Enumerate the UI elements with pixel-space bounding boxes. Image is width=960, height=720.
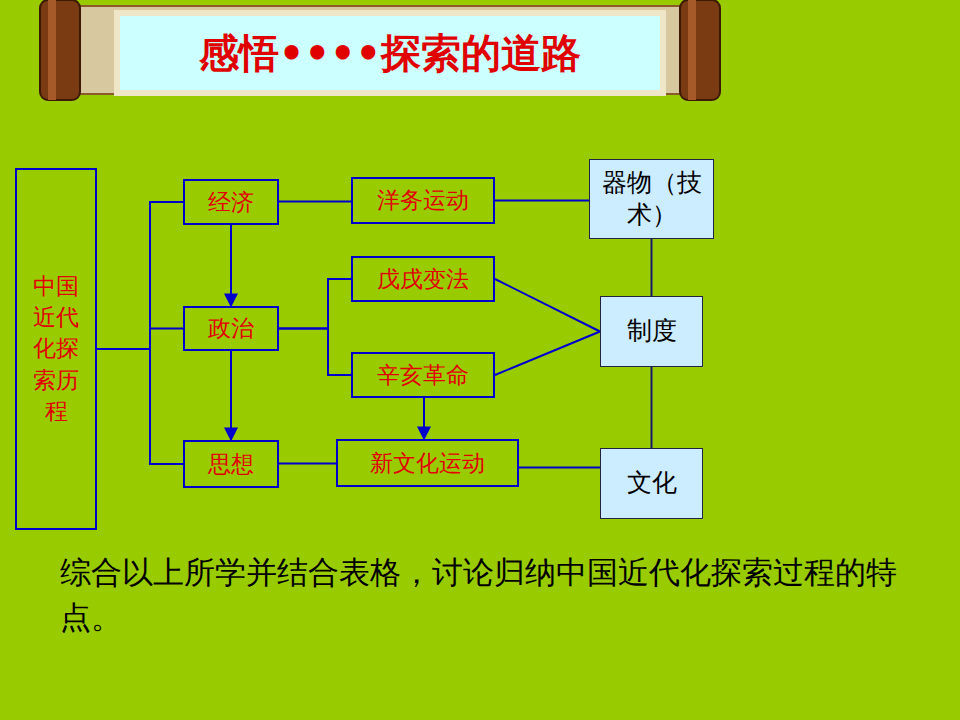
level-box: 文化 [600,448,703,519]
connector-line [495,332,600,376]
connector-line [97,349,183,464]
node-label: 思想 [208,449,254,480]
connector-line [279,463,336,465]
level-box: 器物（技术） [589,159,714,239]
scroll-roller [40,0,80,100]
node-label: 制度 [627,315,677,348]
slide-title: 感悟••••探索的道路 [120,16,660,90]
connector-line [423,398,425,439]
level-box: 制度 [600,296,703,367]
event-box: 新文化运动 [336,439,519,487]
caption-text: 综合以上所学并结合表格，讨论归纳中国近代化探索过程的特点。 [60,550,920,640]
connector-line [279,329,351,376]
connector-line [279,201,351,203]
category-box: 思想 [183,440,279,488]
connector-line [230,225,232,306]
connector-line [495,200,589,202]
connector-line [495,279,600,332]
node-label: 辛亥革命 [377,360,469,391]
scroll-paper [60,6,700,94]
node-label: 中国近代化探索历程 [33,271,79,426]
scroll-roller-shine [48,0,56,100]
node-label: 器物（技术） [599,167,704,232]
category-box: 经济 [183,179,279,225]
node-label: 经济 [208,187,254,218]
connector-line [97,202,183,349]
node-label: 洋务运动 [377,185,469,216]
event-box: 洋务运动 [351,177,495,224]
node-label: 戊戌变法 [377,264,469,295]
node-label: 新文化运动 [370,448,485,479]
connector-line [651,239,653,296]
connector-line [230,351,232,440]
scroll-roller-shine [688,0,696,100]
connector-line [519,467,600,469]
node-label: 政治 [208,313,254,344]
scroll-inner [114,10,666,96]
connector-line [97,329,183,350]
history-panel: 中国近代化探索历程 [15,168,97,530]
node-label: 文化 [627,467,677,500]
scroll-roller [680,0,720,100]
connector-line [651,367,653,448]
category-box: 政治 [183,306,279,351]
event-box: 辛亥革命 [351,352,495,398]
connector-line [279,279,351,329]
event-box: 戊戌变法 [351,256,495,302]
